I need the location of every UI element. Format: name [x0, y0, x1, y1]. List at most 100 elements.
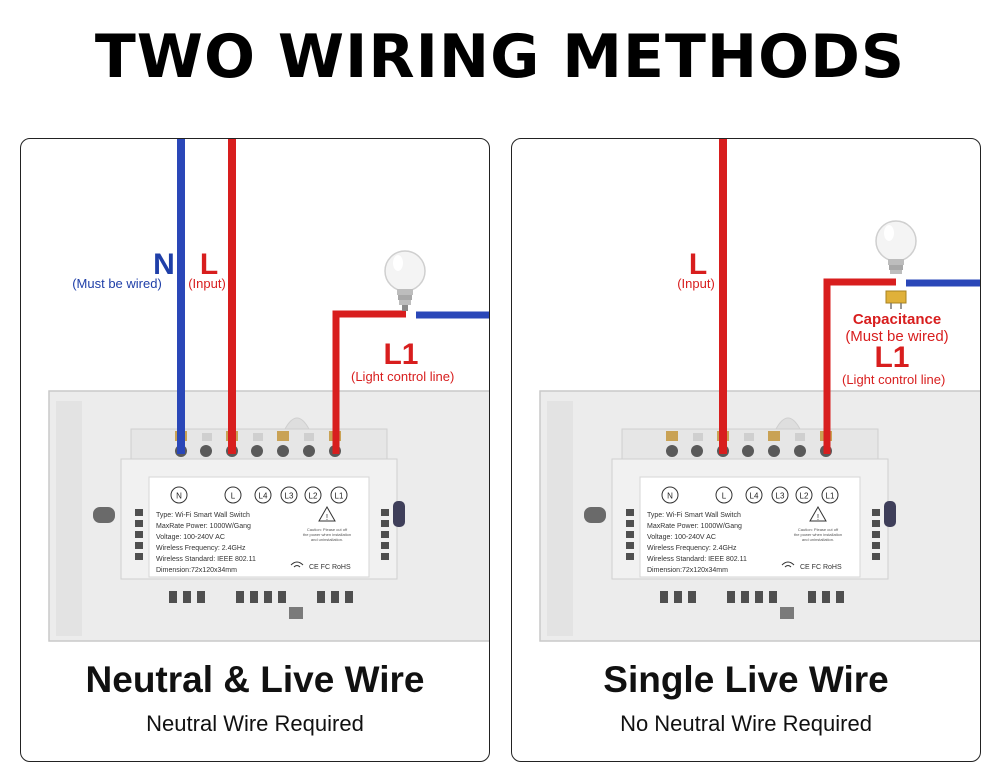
- bottom-vent: [660, 591, 668, 603]
- certifications: CE FC RoHS: [800, 564, 842, 571]
- caution-line: the power when installation: [794, 532, 842, 537]
- vent-slot-right: [381, 553, 389, 560]
- caution-line: and uninstallation.: [802, 537, 834, 542]
- spec-line: Type: Wi-Fi Smart Wall Switch: [156, 512, 250, 519]
- bottom-vent: [808, 591, 816, 603]
- bottom-vent: [345, 591, 353, 603]
- terminal-marker: [330, 486, 348, 504]
- spec-line: Wireless Frequency: 2.4GHz: [156, 545, 246, 552]
- bottom-vent: [236, 591, 244, 603]
- mounting-slot-right: [884, 501, 896, 527]
- page-title: TWO WIRING METHODS: [94, 22, 906, 92]
- vent-slot-left: [626, 509, 634, 516]
- caution-line: and uninstallation.: [311, 537, 343, 542]
- bottom-vent: [755, 591, 763, 603]
- mounting-slot: [584, 507, 606, 523]
- terminal-hole: [251, 445, 263, 457]
- vent-slot-right: [381, 542, 389, 549]
- vent-slot-left: [135, 520, 143, 527]
- terminal-marker: [745, 486, 763, 504]
- vent-slot-left: [135, 531, 143, 538]
- terminal-marker-label: L1: [335, 492, 344, 501]
- vent-slot-right: [381, 520, 389, 527]
- terminal-marker-label: N: [176, 492, 182, 501]
- terminal-marker-label: L4: [750, 492, 759, 501]
- terminal-marker: [661, 486, 679, 504]
- wire-code-l: L: [199, 248, 219, 281]
- light-bulb-icon: [384, 250, 426, 311]
- terminal-marker-label: L: [231, 492, 236, 501]
- bottom-vent: [183, 591, 191, 603]
- terminal-marker-label: L3: [285, 492, 294, 501]
- wire-code-l1: L1: [874, 341, 910, 374]
- bottom-vent: [727, 591, 735, 603]
- warning-mark: !: [326, 513, 328, 522]
- terminal-spacer: [795, 433, 805, 441]
- terminal-hole: [768, 445, 780, 457]
- terminal-spacer: [744, 433, 754, 441]
- spec-label: [148, 476, 370, 578]
- caution-line: Caution: Please cut off: [307, 527, 348, 532]
- method-title: Single Live Wire: [603, 659, 889, 700]
- spec-line: MaxRate Power: 1000W/Gang: [156, 523, 251, 530]
- plate-edge: [547, 401, 573, 636]
- vent-slot-right: [381, 531, 389, 538]
- plate-edge: [56, 401, 82, 636]
- spec-line: MaxRate Power: 1000W/Gang: [647, 523, 742, 530]
- bottom-clip: [780, 607, 794, 619]
- certifications: CE FC RoHS: [309, 564, 351, 571]
- capacitor-icon: [885, 290, 907, 309]
- vent-slot-left: [626, 553, 634, 560]
- terminal-hole: [303, 445, 315, 457]
- caution-line: Caution: Please cut off: [798, 527, 839, 532]
- light-control-wire: [823, 278, 896, 454]
- bottom-vent: [741, 591, 749, 603]
- method-title: Neutral & Live Wire: [85, 659, 425, 700]
- wire-note-l: (Input): [188, 276, 226, 291]
- method-subtitle: Neutral Wire Required: [146, 711, 364, 736]
- bottom-vent: [250, 591, 258, 603]
- terminal-marker: [795, 486, 813, 504]
- wire-code-l1: L1: [383, 338, 419, 371]
- caution-line: the power when installation: [303, 532, 351, 537]
- wifi-icon-inner: [784, 565, 792, 568]
- bottom-vent: [822, 591, 830, 603]
- vent-slot-right: [872, 553, 880, 560]
- light-bulb-icon: [875, 220, 917, 274]
- vent-slot-left: [626, 520, 634, 527]
- terminal-hole: [742, 445, 754, 457]
- terminal-marker: [170, 486, 188, 504]
- terminal-hole: [666, 445, 678, 457]
- terminal-marker: [715, 486, 733, 504]
- wire-note-l1: (Light control line): [351, 369, 455, 384]
- terminal-marker: [304, 486, 322, 504]
- terminal-marker-label: L: [722, 492, 727, 501]
- spec-line: Voltage: 100-240V AC: [156, 534, 225, 541]
- vent-slot-right: [872, 531, 880, 538]
- bottom-vent: [169, 591, 177, 603]
- vent-slot-left: [135, 553, 143, 560]
- vent-slot-left: [626, 542, 634, 549]
- terminal-marker: [254, 486, 272, 504]
- terminal-marker: [771, 486, 789, 504]
- capacitance-note: (Must be wired): [845, 328, 949, 345]
- terminal-marker-label: N: [667, 492, 673, 501]
- terminal-marker-label: L4: [259, 492, 268, 501]
- terminal-hole: [200, 445, 212, 457]
- spec-line: Type: Wi-Fi Smart Wall Switch: [647, 512, 741, 519]
- method-subtitle: No Neutral Wire Required: [620, 711, 872, 736]
- warning-triangle-icon: [318, 505, 336, 522]
- vent-slot-left: [135, 509, 143, 516]
- wire-code-l: L: [688, 248, 708, 281]
- vent-slot-right: [872, 509, 880, 516]
- bottom-vent: [278, 591, 286, 603]
- spec-line: Wireless Standard: IEEE 802.11: [156, 556, 256, 563]
- terminal-screw: [666, 431, 678, 441]
- terminal-marker-label: L3: [776, 492, 785, 501]
- terminal-marker: [821, 486, 839, 504]
- housing-tab: [284, 417, 310, 430]
